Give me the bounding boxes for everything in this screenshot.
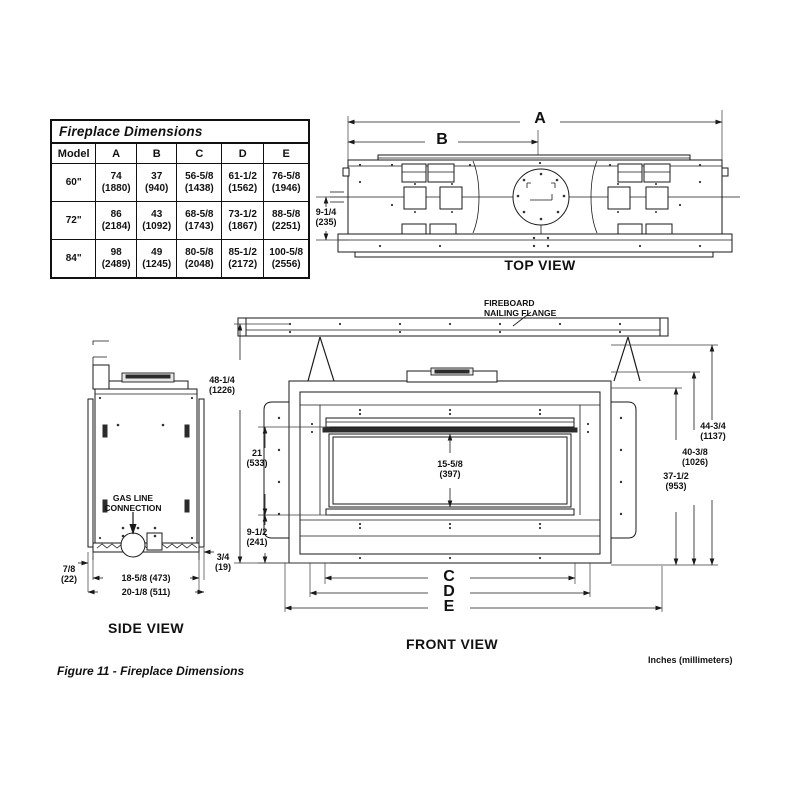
dimension-4038-inches: 40-3/8 <box>682 447 708 457</box>
cell-value-mm: (1245) <box>142 258 172 270</box>
cell-value-inches: 61-1/2 <box>228 171 257 182</box>
fireplace-dimensions-table: Fireplace Dimensions Model A B C D E 60"… <box>50 119 310 279</box>
front-view-drawing <box>234 311 718 612</box>
cell-c: 68-5/8 (1743) <box>176 201 223 240</box>
cell-b: 37 (940) <box>135 163 178 202</box>
figure-caption: Figure 11 - Fireplace Dimensions <box>57 664 245 678</box>
cell-value-inches: 68-5/8 <box>185 209 214 220</box>
cell-b: 49 (1245) <box>135 239 178 279</box>
cell-model: 84" <box>50 239 97 279</box>
dimension-4434-inches: 44-3/4 <box>700 421 726 431</box>
table-row: 84" 98 (2489) 49 (1245) 80-5/8 (2048) 85… <box>50 239 310 279</box>
cell-c: 80-5/8 (2048) <box>176 239 223 279</box>
dimension-label-c: C <box>443 568 455 585</box>
dimension-side-inner: 18-5/8 (473) <box>121 573 171 583</box>
cell-value-mm: (2556) <box>271 258 301 270</box>
cell-a: 74 (1880) <box>95 163 137 202</box>
cell-d: 73-1/2 (1867) <box>221 201 265 240</box>
cell-value-mm: (1867) <box>228 220 258 232</box>
cell-b: 43 (1092) <box>135 201 178 240</box>
dimension-3712-inches: 37-1/2 <box>663 471 689 481</box>
cell-model: 72" <box>50 201 97 240</box>
dimension-4434-mm: (1137) <box>700 431 726 441</box>
dimension-label-e: E <box>443 598 455 615</box>
dimension-right-mm: (19) <box>214 562 231 572</box>
dimension-3712-mm: (953) <box>665 481 687 491</box>
column-header-d: D <box>221 142 265 164</box>
cell-value-mm: (2251) <box>271 220 301 232</box>
dimension-glass-mm: (397) <box>439 469 461 479</box>
cell-value-inches: 43 <box>151 209 163 220</box>
dimension-side-outer: 20-1/8 (511) <box>121 587 171 597</box>
table-row: 72" 86 (2184) 43 (1092) 68-5/8 (1743) 73… <box>50 201 310 240</box>
dimension-total-height-inches: 48-1/4 <box>209 375 235 385</box>
cell-value-inches: 74 <box>110 171 122 182</box>
dimension-95-mm: (241) <box>246 537 268 547</box>
cell-value-inches: 49 <box>151 247 163 258</box>
cell-value-inches: 37 <box>151 171 163 182</box>
side-view-drawing <box>78 340 214 595</box>
cell-d: 85-1/2 (2172) <box>221 239 265 279</box>
cell-value-inches: 80-5/8 <box>185 247 214 258</box>
table-title: Fireplace Dimensions <box>50 119 310 144</box>
cell-value-inches: 86 <box>110 209 122 220</box>
gas-line-connection-callout: GAS LINE CONNECTION <box>104 493 162 514</box>
cell-a: 86 (2184) <box>95 201 137 240</box>
dimension-depth-mm: (235) <box>315 217 337 227</box>
cell-value-inches: 98 <box>110 247 122 258</box>
cell-value-inches: 100-5/8 <box>269 247 304 258</box>
cell-e: 100-5/8 (2556) <box>263 239 310 279</box>
cell-value-inches: 85-1/2 <box>228 247 257 258</box>
side-view-label: SIDE VIEW <box>108 620 184 636</box>
dimension-right-inches: 3/4 <box>216 552 230 562</box>
cell-e: 88-5/8 (2251) <box>263 201 310 240</box>
dimension-21-mm: (533) <box>246 458 268 468</box>
cell-value-inches: 73-1/2 <box>228 209 257 220</box>
dimension-95-inches: 9-1/2 <box>246 527 268 537</box>
dimension-label-b: B <box>436 131 448 148</box>
units-note: Inches (millimeters) <box>648 655 733 665</box>
cell-value-mm: (1562) <box>228 182 258 194</box>
column-header-e: E <box>263 142 310 164</box>
cell-value-inches: 76-5/8 <box>271 171 301 182</box>
cell-value-mm: (2489) <box>101 258 131 270</box>
top-view-label: TOP VIEW <box>504 257 576 273</box>
cell-value-inches: 56-5/8 <box>185 171 214 182</box>
cell-value-mm: (940) <box>145 182 169 194</box>
top-view-drawing <box>316 110 740 258</box>
dimension-21-inches: 21 <box>251 448 262 458</box>
dimension-label-d: D <box>443 583 455 600</box>
cell-value-mm: (1743) <box>184 220 214 232</box>
cell-value-mm: (1438) <box>184 182 214 194</box>
cell-value-mm: (1092) <box>142 220 172 232</box>
dimension-label-a: A <box>534 110 546 127</box>
dimension-depth-inches: 9-1/4 <box>315 207 337 217</box>
cell-value-mm: (1880) <box>101 182 131 194</box>
cell-e: 76-5/8 (1946) <box>263 163 310 202</box>
fireboard-nailing-flange-callout: FIREBOARD NAILING FLANGE <box>484 298 557 319</box>
table-row: 60" 74 (1880) 37 (940) 56-5/8 (1438) 61-… <box>50 163 310 202</box>
dimension-4038-mm: (1026) <box>681 457 708 467</box>
cell-value-mm: (2048) <box>184 258 214 270</box>
dimension-glass-inches: 15-5/8 <box>437 459 463 469</box>
dimension-left-inches: 7/8 <box>62 564 76 574</box>
cell-value-mm: (1946) <box>271 182 301 194</box>
front-view-label: FRONT VIEW <box>406 636 498 652</box>
dimension-left-mm: (22) <box>60 574 77 584</box>
cell-value-mm: (2172) <box>228 258 258 270</box>
dimension-total-height-mm: (1226) <box>208 385 235 395</box>
cell-value-inches: 88-5/8 <box>271 209 301 220</box>
cell-value-mm: (2184) <box>101 220 131 232</box>
